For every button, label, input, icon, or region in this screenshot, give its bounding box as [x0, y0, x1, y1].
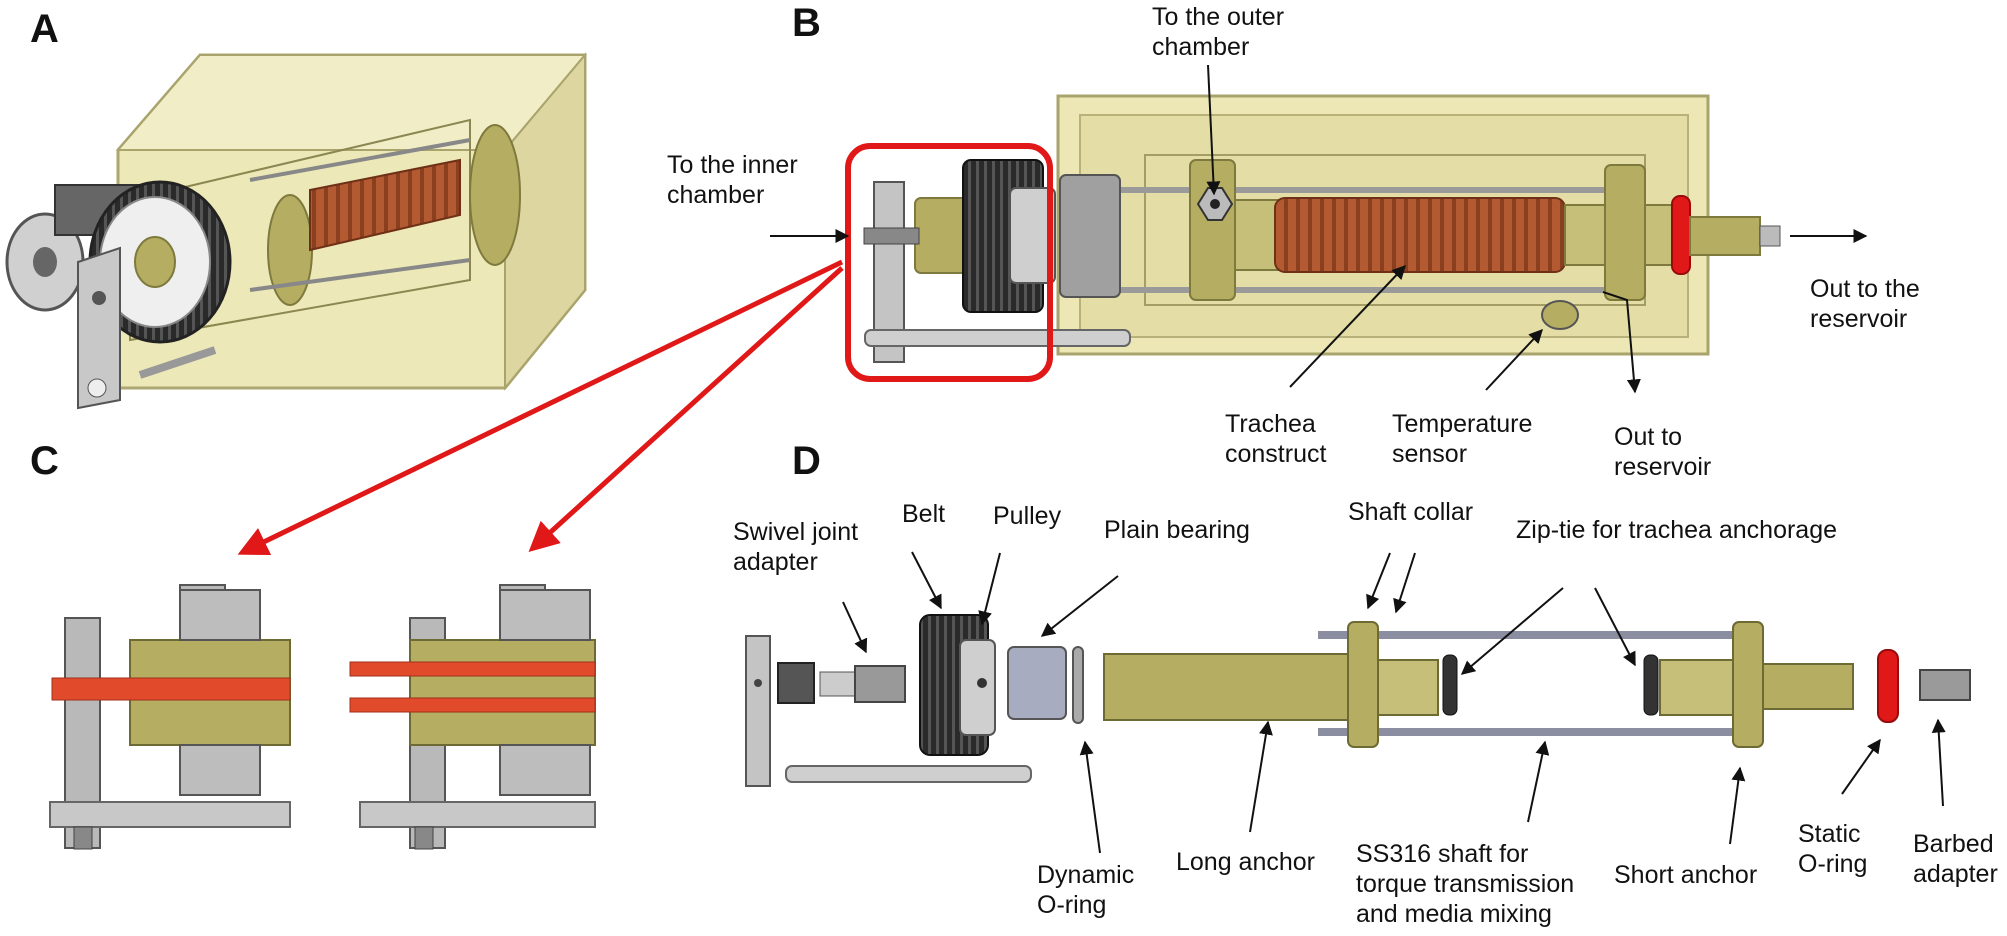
label-long-anchor: Long anchor	[1176, 848, 1315, 876]
arrow-trachea	[1289, 264, 1406, 388]
label-shaft-collar: Shaft collar	[1348, 498, 1473, 526]
label-static-o-ring: Static O-ring	[1798, 820, 1867, 878]
label-pulley: Pulley	[993, 502, 1062, 530]
arrow-swivel-joint	[842, 601, 868, 654]
arrow-static-o-ring	[1841, 738, 1881, 795]
bioreactor-assembly-3d	[5, 52, 588, 410]
arrow-shaft-collar-2	[1393, 552, 1416, 614]
arrow-dynamic-o-ring	[1079, 740, 1101, 854]
label-swivel-joint-adapter: Swivel joint adapter	[733, 518, 865, 576]
arrow-long-anchor	[1249, 720, 1273, 833]
label-to-outer-chamber: To the outer chamber	[1152, 3, 1291, 61]
arrow-short-anchor	[1729, 766, 1746, 845]
panel-c-letter: C	[30, 439, 59, 483]
label-ss316-shaft: SS316 shaft for torque transmission and …	[1356, 840, 1581, 928]
label-zip-tie: Zip-tie for trachea anchorage	[1516, 516, 1837, 544]
label-belt: Belt	[902, 500, 945, 528]
label-dynamic-o-ring: Dynamic O-ring	[1037, 861, 1141, 919]
panel-a-letter: A	[30, 7, 59, 51]
panel-d: D	[733, 439, 2001, 928]
panel-b-letter: B	[792, 1, 821, 45]
arrow-belt	[911, 551, 942, 610]
label-temperature-sensor: Temperature sensor	[1392, 410, 1539, 468]
cross-section-outer	[349, 584, 596, 850]
label-out-to-the-reservoir: Out to the reservoir	[1810, 275, 1927, 333]
panel-a: A	[5, 7, 588, 410]
label-plain-bearing: Plain bearing	[1104, 516, 1250, 544]
panel-c: C	[30, 439, 596, 850]
label-to-inner-chamber: To the inner chamber	[667, 151, 805, 209]
arrow-ss316-shaft	[1527, 740, 1550, 823]
zoom-arrow-right	[528, 266, 844, 553]
arrow-plain-bearing	[1040, 575, 1119, 637]
arrow-out-to-reservoir	[1602, 291, 1641, 394]
arrow-outer-chamber	[1206, 64, 1221, 196]
drive-highlight-box	[845, 143, 1053, 382]
cross-section-inner	[49, 584, 291, 850]
arrow-zip-tie-2	[1594, 587, 1636, 667]
zoom-arrow-left	[237, 259, 844, 556]
exploded-view	[745, 614, 1971, 787]
bioreactor-side-view	[845, 94, 1781, 382]
label-short-anchor: Short anchor	[1614, 861, 1757, 889]
label-barbed-adapter: Barbed adapter	[1913, 830, 2001, 888]
label-trachea-construct: Trachea construct	[1225, 410, 1326, 468]
panel-d-letter: D	[792, 439, 821, 483]
arrow-shaft-collar-1	[1366, 552, 1391, 610]
label-out-to-reservoir: Out to reservoir	[1614, 423, 1711, 481]
panel-b: B	[667, 1, 1927, 481]
arrow-barbed-adapter	[1931, 718, 1946, 807]
arrow-temperature-sensor	[1485, 328, 1543, 391]
arrow-pulley	[978, 552, 1001, 626]
arrow-zip-tie-1	[1460, 587, 1564, 675]
